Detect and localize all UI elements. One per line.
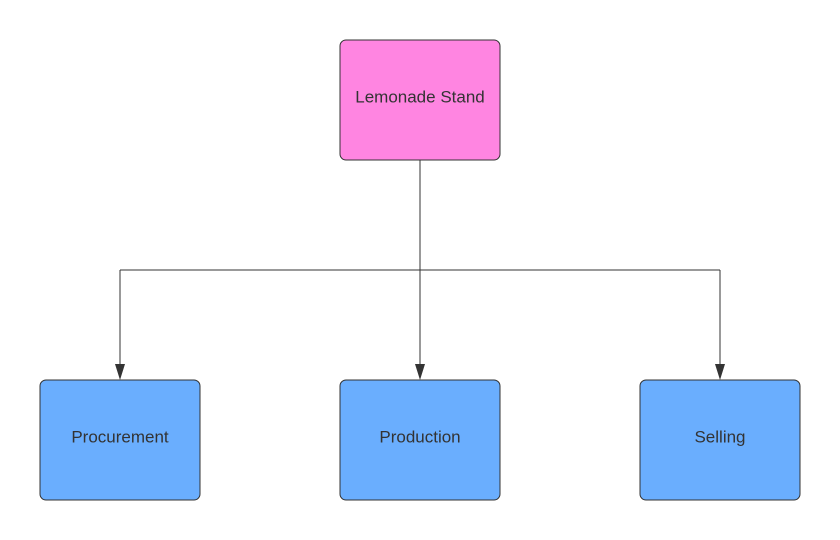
node-procurement-box[interactable]: [39, 379, 201, 501]
node-procurement-label: Procurement: [71, 427, 169, 446]
node-lemonade-stand-label: Lemonade Stand: [355, 87, 485, 106]
arrowhead-procurement: [115, 364, 125, 380]
node-procurement[interactable]: Procurement: [39, 379, 201, 501]
node-lemonade-stand-box[interactable]: [339, 39, 501, 161]
node-production[interactable]: Production: [339, 379, 501, 501]
node-lemonade-stand[interactable]: Lemonade Stand: [339, 39, 501, 161]
node-selling-label: Selling: [694, 427, 745, 446]
arrowhead-selling: [715, 364, 725, 380]
node-production-label: Production: [379, 427, 460, 446]
node-selling[interactable]: Selling: [639, 379, 801, 501]
arrowhead-production: [415, 364, 425, 380]
node-selling-box[interactable]: [639, 379, 801, 501]
node-production-box[interactable]: [339, 379, 501, 501]
connectors: [115, 160, 725, 380]
